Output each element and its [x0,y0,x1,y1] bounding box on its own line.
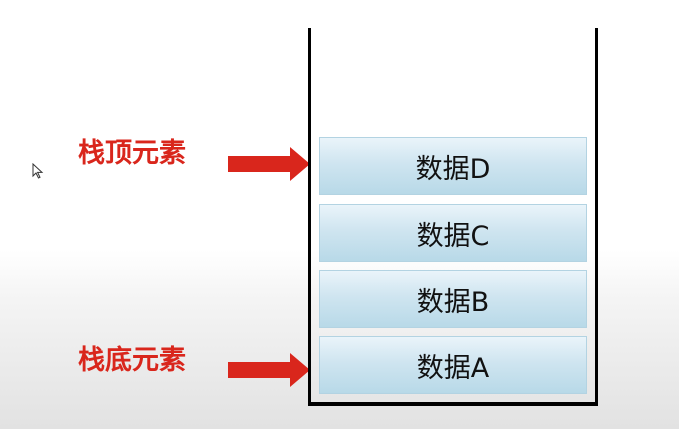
stack-item-d: 数据D [319,137,587,195]
stack-container: 数据D 数据C 数据B 数据A [308,28,598,406]
stack-item-b: 数据B [319,270,587,328]
stack-item-c: 数据C [319,204,587,262]
stack-right-wall [595,28,598,406]
bottom-arrow-icon [228,353,310,387]
stack-bottom-label: 栈底元素 [78,345,186,376]
mouse-cursor-icon [32,162,44,179]
stack-left-wall [308,28,311,406]
stack-item-a: 数据A [319,336,587,394]
stack-top-label: 栈顶元素 [78,138,186,169]
top-arrow-icon [228,147,310,181]
stack-bottom-wall [308,402,598,406]
